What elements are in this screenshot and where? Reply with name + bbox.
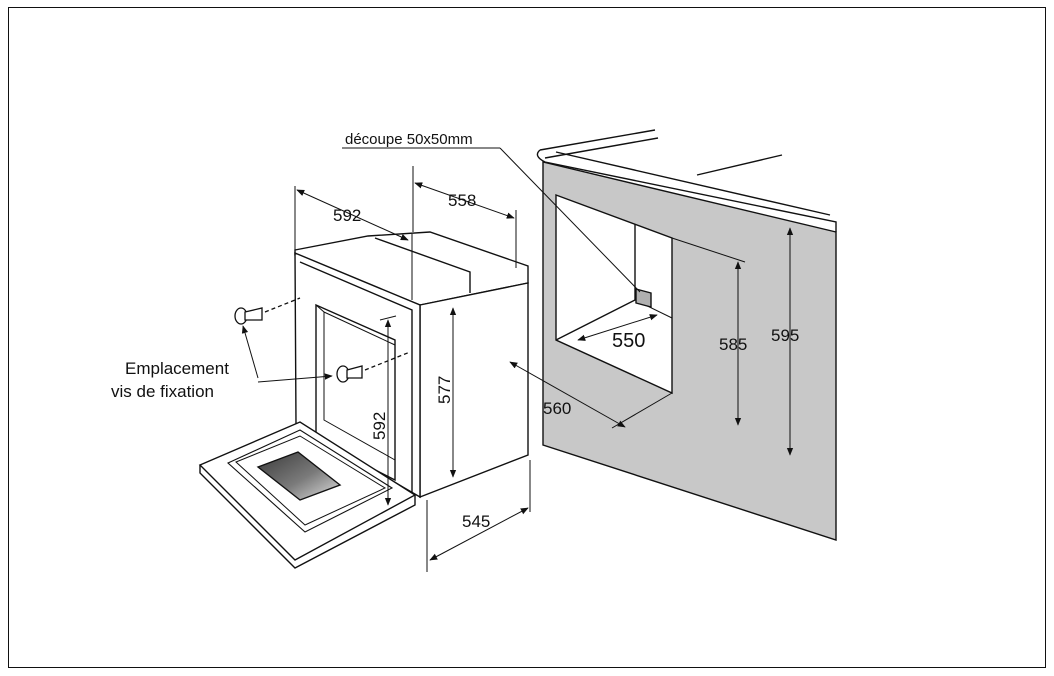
screw-label-line1: Emplacement (125, 359, 229, 378)
dim-niche-opening-height: 585 (719, 335, 747, 354)
dim-oven-front-width: 592 (333, 206, 361, 225)
cutout-square (635, 288, 652, 308)
dimension-lines (241, 147, 794, 572)
dim-oven-top-depth: 558 (448, 191, 476, 210)
dim-niche-width: 560 (543, 399, 571, 418)
diagram-border (8, 7, 1046, 668)
cutout-label: découpe 50x50mm (345, 131, 473, 148)
screw-icon (234, 297, 301, 325)
oven-cavity (315, 303, 396, 482)
dim-niche-total-height: 595 (771, 326, 799, 345)
screw-label-line2: vis de fixation (111, 382, 214, 401)
dim-oven-front-height: 592 (370, 412, 389, 440)
dim-niche-inner-depth: 550 (612, 330, 645, 352)
dim-oven-body-height: 577 (435, 376, 454, 404)
dim-oven-body-depth: 545 (462, 512, 490, 531)
door-window (256, 451, 342, 501)
